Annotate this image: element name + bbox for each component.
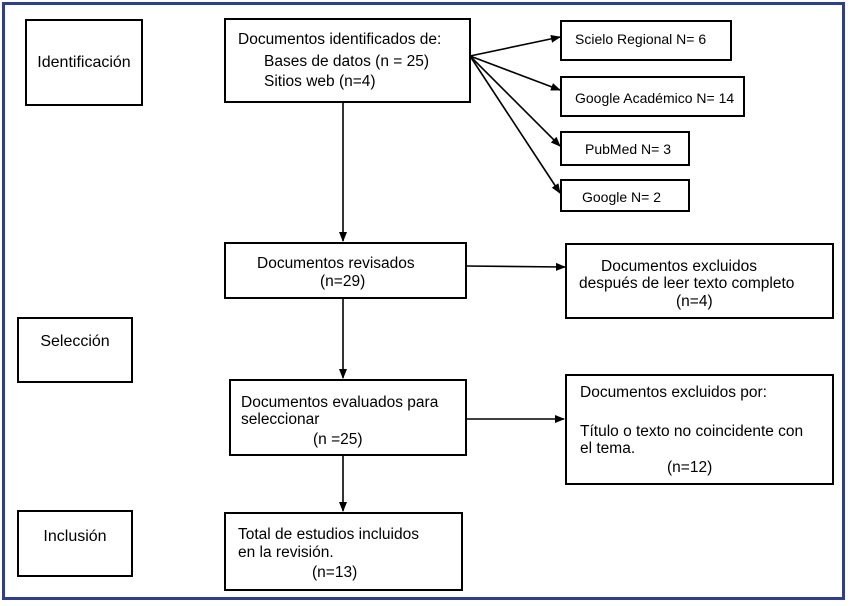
arrow-to-pubmed — [469, 55, 561, 147]
evaluated-line1: Documentos evaluados para — [241, 394, 439, 411]
identified-box: Documentos identificados de: Bases de da… — [224, 18, 471, 103]
identified-databases: Bases de datos (n = 25) — [264, 53, 430, 70]
evaluated-line2: seleccionar — [241, 411, 320, 428]
reviewed-title: Documentos revisados — [257, 255, 415, 272]
excluded-reason-title: Documentos excluidos por: — [580, 384, 767, 401]
arrow-to-google-academico — [469, 55, 561, 91]
stage-identificacion: Identificación — [25, 19, 143, 106]
excluded-reason-count: (n=12) — [667, 459, 713, 476]
excluded-reason-line1: Título o texto no coincidente con — [580, 423, 804, 440]
stage-inclusion: Inclusión — [17, 510, 133, 577]
included-line2: en la revisión. — [238, 544, 334, 561]
source-scielo-box: Scielo Regional N= 6 — [560, 20, 732, 61]
stage-inclusion-label: Inclusión — [43, 528, 107, 545]
source-pubmed: PubMed N= 3 — [585, 141, 671, 157]
source-google: Google N= 2 — [582, 189, 661, 205]
excluded-reason-line2: el tema. — [580, 440, 636, 457]
arrow-reviewed-to-excluded — [465, 262, 566, 271]
excluded-fulltext-line2: después de leer texto completo — [579, 275, 795, 292]
stage-seleccion: Selección — [17, 317, 133, 383]
reviewed-box: Documentos revisados (n=29) — [224, 242, 467, 299]
identified-websites: Sitios web (n=4) — [264, 73, 376, 90]
excluded-fulltext-line1: Documentos excluidos — [601, 258, 757, 275]
source-pubmed-box: PubMed N= 3 — [560, 131, 690, 166]
included-count: (n=13) — [312, 564, 358, 581]
included-box: Total de estudios incluidos en la revisi… — [224, 512, 463, 591]
stage-identificacion-label: Identificación — [37, 53, 131, 71]
source-google-box: Google N= 2 — [560, 179, 690, 212]
excluded-fulltext-box: Documentos excluidos después de leer tex… — [565, 243, 834, 319]
excluded-fulltext-count: (n=4) — [676, 293, 713, 310]
excluded-reason-box: Documentos excluidos por: Título o texto… — [565, 374, 834, 485]
identified-title: Documentos identificados de: — [238, 31, 442, 48]
source-google-academico: Google Académico N= 14 — [575, 90, 735, 106]
diagram-frame — [2, 2, 845, 600]
source-google-academico-box: Google Académico N= 14 — [560, 76, 745, 117]
source-scielo: Scielo Regional N= 6 — [575, 31, 707, 47]
stage-seleccion-label: Selección — [40, 333, 110, 350]
included-line1: Total de estudios incluidos — [238, 526, 419, 543]
evaluated-box: Documentos evaluados para seleccionar (n… — [229, 379, 467, 456]
arrow-to-google — [469, 55, 561, 194]
arrow-to-scielo — [469, 34, 561, 57]
evaluated-count: (n =25) — [313, 431, 363, 448]
reviewed-count: (n=29) — [320, 273, 366, 290]
